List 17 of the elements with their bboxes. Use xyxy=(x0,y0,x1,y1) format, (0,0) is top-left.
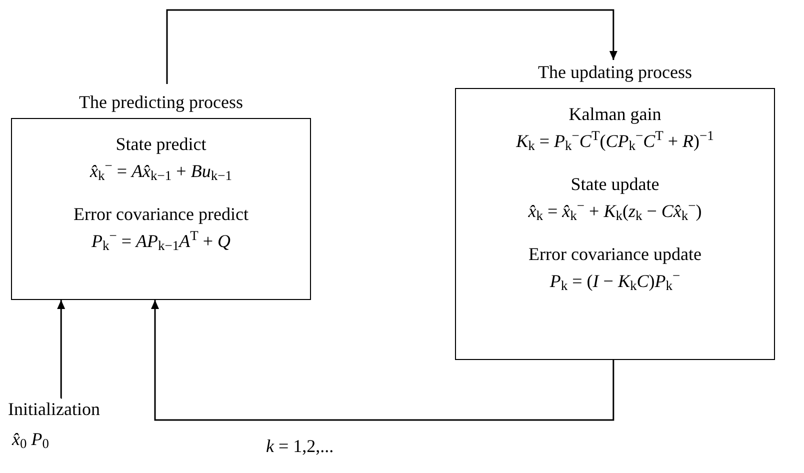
section-heading: State update xyxy=(570,173,660,196)
arrow xyxy=(166,9,618,84)
section-heading: Error covariance predict xyxy=(74,203,248,226)
iteration-label: k = 1,2,... xyxy=(266,435,334,458)
formula: P$_{k}$$^{−}$ = AP$_{k−1}$A$^{T}$ + Q xyxy=(91,228,231,255)
section-heading: Error covariance update xyxy=(528,243,702,266)
arrow xyxy=(151,300,614,421)
box-heading: The predicting process xyxy=(78,91,244,114)
formula: K$_{k}$ = P$_{k}$$^{−}$C$^{T}$(CP$_{k}$$^{−}$C$^{T}$ + R)$^{−1}$ xyxy=(516,128,714,155)
node-label: Initialization xyxy=(8,398,101,420)
formula: x̂$_{k}$$^{−}$ = Ax̂$_{k−1}$ + Bu$_{k−1}$ xyxy=(90,158,232,185)
box-heading: The updating process xyxy=(537,61,693,84)
formula: x̂$_{k}$ = x̂$_{k}$$^{−}$ + K$_{k}$(z$_{k}$ − Cx̂$_{k}$$^{−}$) xyxy=(528,198,702,225)
formula: x̂$_{0}$ P$_{0}$ xyxy=(10,428,50,450)
arrow xyxy=(57,300,66,399)
section-heading: Kalman gain xyxy=(568,103,662,126)
section-heading: State predict xyxy=(116,133,206,156)
